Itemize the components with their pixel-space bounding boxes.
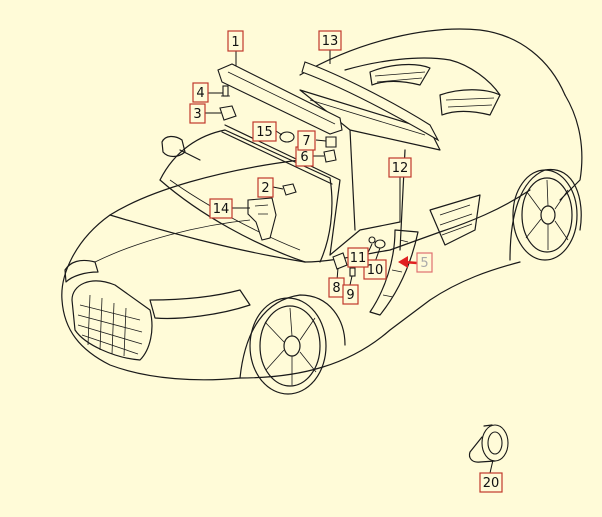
bolt-part	[325, 136, 337, 148]
svg-text:15: 15	[256, 125, 273, 140]
highlight-arrow	[398, 256, 418, 268]
hex-nut-part	[282, 183, 297, 196]
svg-text:9: 9	[346, 288, 354, 303]
callout-11[interactable]: 11	[347, 247, 369, 268]
clip-part	[219, 105, 237, 121]
svg-text:4: 4	[196, 86, 204, 101]
svg-text:20: 20	[483, 476, 500, 491]
mirror-bracket-part	[247, 197, 277, 241]
callout-13[interactable]: 13	[318, 30, 342, 51]
roof-seal-part	[301, 61, 440, 142]
callout-20[interactable]: 20	[479, 472, 503, 493]
svg-text:13: 13	[322, 34, 339, 49]
svg-text:12: 12	[392, 161, 409, 176]
callout-14[interactable]: 14	[209, 198, 233, 219]
parts	[217, 61, 509, 463]
svg-text:6: 6	[300, 150, 308, 165]
grommet-small-part	[374, 239, 386, 249]
callout-4[interactable]: 4	[192, 82, 209, 103]
svg-text:8: 8	[332, 281, 340, 296]
pin-part	[349, 267, 356, 277]
callout-10[interactable]: 10	[363, 259, 387, 280]
svg-text:10: 10	[367, 263, 384, 278]
svg-text:1: 1	[231, 35, 239, 50]
callout-8[interactable]: 8	[328, 277, 345, 298]
svg-text:3: 3	[193, 107, 201, 122]
svg-text:14: 14	[213, 202, 230, 217]
callout-1[interactable]: 1	[227, 30, 244, 52]
callout-7[interactable]: 7	[297, 130, 316, 151]
car-outline	[61, 28, 583, 395]
callout-3[interactable]: 3	[189, 103, 206, 124]
nut-part	[323, 149, 337, 163]
svg-text:2: 2	[261, 181, 269, 196]
callout-5[interactable]: 5	[416, 252, 433, 273]
retainer-part	[332, 252, 348, 270]
svg-text:11: 11	[350, 251, 367, 266]
callout-9[interactable]: 9	[342, 284, 359, 305]
callout-labels: 1 2 3 4 5 6 7 8	[189, 30, 503, 493]
svg-text:5: 5	[420, 256, 428, 271]
svg-text:7: 7	[302, 134, 310, 149]
callout-2[interactable]: 2	[257, 177, 274, 198]
clip-small-part	[368, 236, 376, 244]
callout-15[interactable]: 15	[252, 121, 277, 142]
tape-roll-part	[468, 424, 509, 463]
windshield-frame-part	[217, 63, 343, 135]
screw-part	[221, 85, 230, 97]
callout-12[interactable]: 12	[388, 157, 412, 178]
grommet-part	[279, 131, 295, 143]
